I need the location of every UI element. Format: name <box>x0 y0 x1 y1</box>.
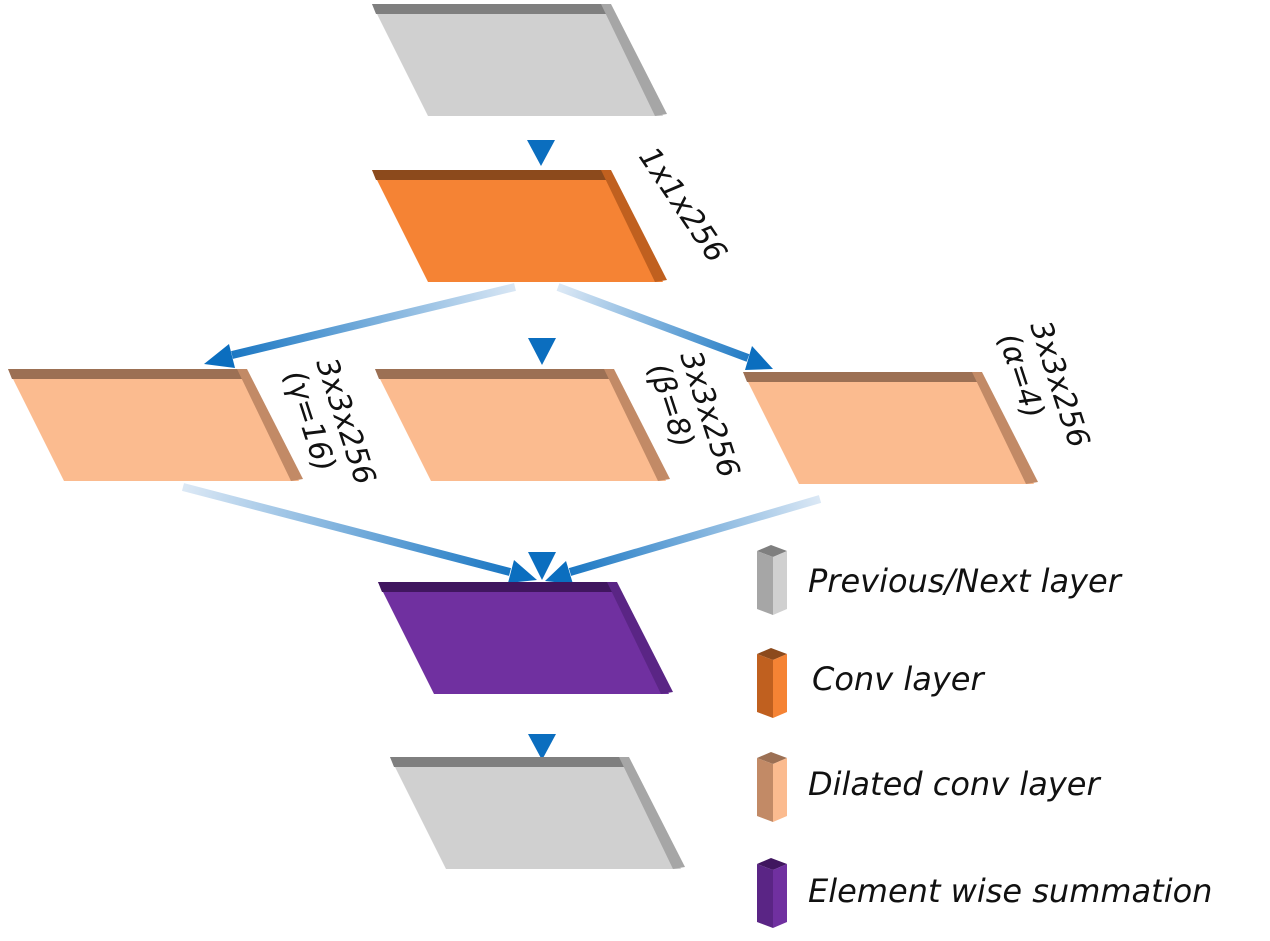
blocks <box>8 4 1038 869</box>
legend-icon-left <box>757 758 773 822</box>
block-face <box>8 369 299 481</box>
block-top-edge <box>375 369 614 379</box>
legend-icon-top <box>757 648 787 660</box>
legend-icon-right <box>773 551 787 615</box>
block-face <box>375 369 666 481</box>
legend-icon-top <box>757 858 787 870</box>
legend-icon-left <box>757 864 773 928</box>
block-output <box>390 757 685 869</box>
legend-icon-right <box>773 864 787 928</box>
block-side-edge <box>604 369 670 481</box>
block-face <box>390 757 681 869</box>
block-dilated-middle <box>375 369 670 481</box>
block-conv <box>372 170 667 282</box>
legend-label-previous-next: Previous/Next layer <box>808 562 1123 600</box>
block-side-edge <box>607 582 673 694</box>
legend: Previous/Next layer Conv layer Dilated c… <box>757 545 1212 928</box>
legend-icon-left <box>757 551 773 615</box>
block-face <box>372 4 663 116</box>
legend-icon-top <box>757 752 787 764</box>
block-side-edge <box>972 372 1038 484</box>
block-input <box>372 4 667 116</box>
block-summation <box>378 582 673 694</box>
legend-icon-summation <box>757 858 787 928</box>
block-top-edge <box>372 4 611 14</box>
block-side-edge <box>601 4 667 116</box>
block-face <box>378 582 669 694</box>
block-face <box>372 170 663 282</box>
block-top-edge <box>372 170 611 180</box>
legend-icon-left <box>757 654 773 718</box>
legend-icons <box>757 545 787 928</box>
block-side-edge <box>237 369 303 481</box>
arrow-conv-to-dilated-right <box>556 283 773 370</box>
arrow-conv-to-dilated-middle <box>528 286 556 365</box>
block-side-edge <box>601 170 667 282</box>
legend-icon-right <box>773 654 787 718</box>
legend-icon-conv <box>757 648 787 718</box>
legend-icon-dilated <box>757 752 787 822</box>
block-dilated-right <box>743 372 1038 484</box>
block-top-edge <box>390 757 629 767</box>
arrow-dilated-right-to-summation <box>545 495 822 584</box>
legend-label-conv: Conv layer <box>812 660 985 698</box>
arrow-dilated-left-to-summation <box>181 483 537 583</box>
legend-label-summation: Element wise summation <box>808 872 1212 910</box>
block-top-edge <box>378 582 617 592</box>
arrow-conv-to-dilated-left <box>204 283 516 368</box>
block-side-edge <box>619 757 685 869</box>
legend-icon-previous-next <box>757 545 787 615</box>
block-face <box>743 372 1034 484</box>
legend-label-dilated: Dilated conv layer <box>808 765 1101 803</box>
block-dilated-left <box>8 369 303 481</box>
legend-icon-top <box>757 545 787 557</box>
block-top-edge <box>743 372 982 382</box>
block-top-edge <box>8 369 247 379</box>
legend-icon-right <box>773 758 787 822</box>
